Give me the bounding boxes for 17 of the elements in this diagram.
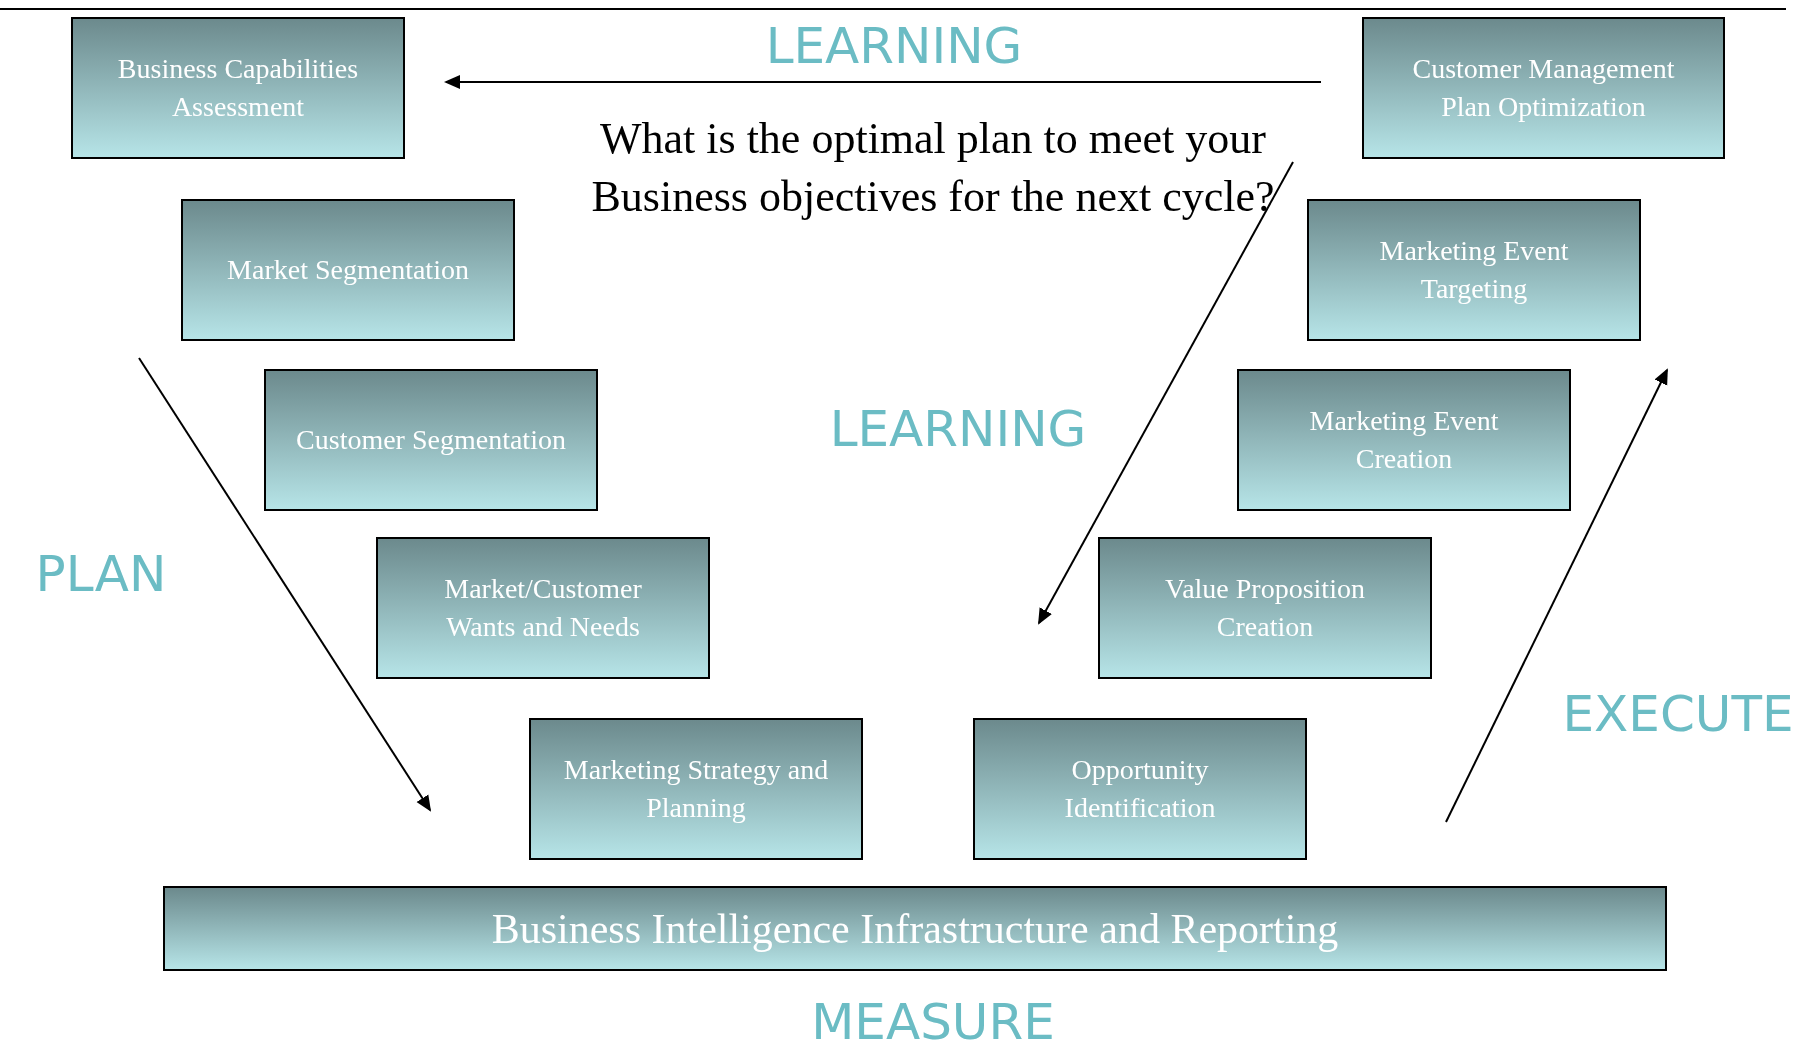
process-box: Business Capabilities Assessment xyxy=(71,17,405,159)
section-label: LEARNING xyxy=(765,17,1023,75)
question-text: What is the optimal plan to meet your Business objectives for the next cycle? xyxy=(590,113,1276,223)
process-box: Marketing Event Targeting xyxy=(1307,199,1641,341)
process-box: Market/Customer Wants and Needs xyxy=(376,537,710,679)
process-box: Marketing Event Creation xyxy=(1237,369,1571,511)
process-box: Customer Segmentation xyxy=(264,369,598,511)
process-box: Market Segmentation xyxy=(181,199,515,341)
process-box: Marketing Strategy and Planning xyxy=(529,718,863,860)
process-box: Customer Management Plan Optimization xyxy=(1362,17,1725,159)
section-label: EXECUTE xyxy=(1562,685,1794,743)
section-label: LEARNING xyxy=(829,400,1087,458)
section-label: MEASURE xyxy=(811,993,1055,1051)
process-box: Business Intelligence Infrastructure and Reporting xyxy=(163,886,1667,971)
process-box: Value Proposition Creation xyxy=(1098,537,1432,679)
section-label: PLAN xyxy=(35,545,167,603)
process-box: Opportunity Identification xyxy=(973,718,1307,860)
